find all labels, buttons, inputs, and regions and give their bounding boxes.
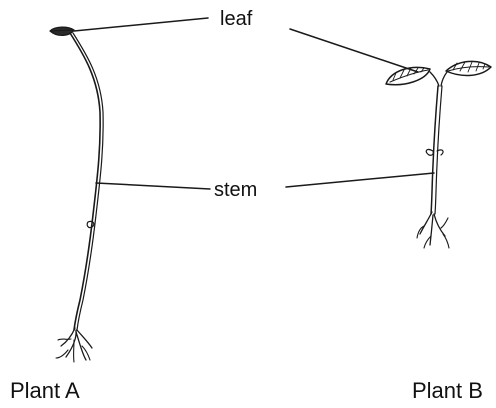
plant-b-title: Plant B xyxy=(412,378,483,403)
plant-a-roots xyxy=(56,328,92,362)
plant-b xyxy=(386,61,491,248)
plant-b-stem xyxy=(426,86,443,214)
leaf-label: leaf xyxy=(220,8,253,30)
plant-b-right-leaf xyxy=(446,61,491,75)
plant-a-title: Plant A xyxy=(10,378,80,403)
stem-label: stem xyxy=(214,179,257,201)
plant-a-stem xyxy=(70,33,103,330)
plant-b-left-leaf xyxy=(386,67,430,84)
stem-callout-lines xyxy=(96,173,434,189)
plant-a xyxy=(50,27,103,362)
plant-b-roots xyxy=(417,212,449,248)
